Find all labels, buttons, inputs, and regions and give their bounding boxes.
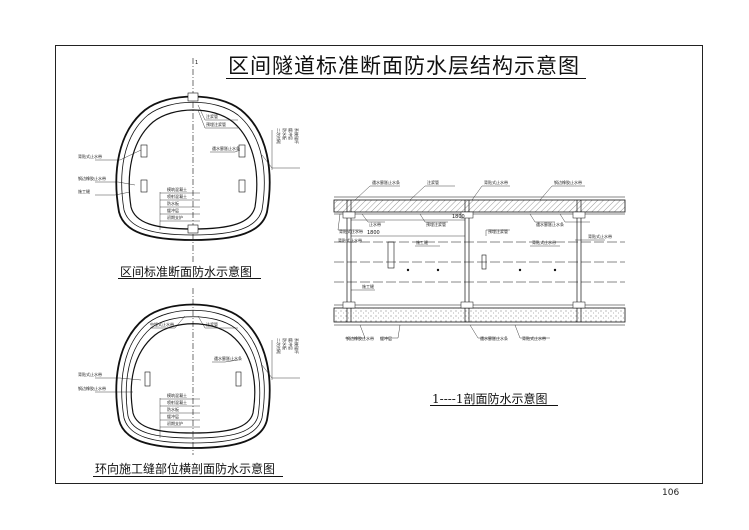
dimension-left: 1800 (367, 230, 380, 236)
top-lining-band (333, 199, 626, 213)
waterstop-right-lower (238, 179, 246, 193)
caption-underline-1 (118, 278, 261, 279)
label-anchor-v: 系统锚杆 (294, 128, 300, 144)
label-buffer-layer-v: 缓冲层 (288, 128, 294, 140)
svg-text:遇水膨胀止水条: 遇水膨胀止水条 (480, 335, 508, 341)
label-secondary-lining-v: 二次衬砌 (276, 128, 282, 144)
label-construction-joint: 施工缝 (78, 188, 90, 194)
label-waterproof-board-v: 防水板 (282, 128, 288, 140)
label-mould-concrete: 模筑混凝土 (167, 186, 187, 192)
label-shotcrete-2: 喷射混凝土 (167, 399, 187, 405)
svg-text:遇水膨胀止水条: 遇水膨胀止水条 (372, 179, 400, 185)
svg-text:遇水膨胀止水条: 遇水膨胀止水条 (536, 221, 564, 227)
drawing-title: 区间隧道标准断面防水层结构示意图 (228, 54, 580, 78)
longitudinal-section-drawing: 1800 1800 遇水膨胀止水条 注浆管 背贴式止水带 (333, 179, 626, 341)
inner-lining-ring-2 (130, 323, 256, 434)
label-buffer-layer: 缓冲层 (167, 207, 179, 213)
label-grout-pipe-2: 注浆管 (206, 321, 218, 327)
waterproof-layer-ring-2 (121, 309, 265, 444)
label-water-swelling: 遇水膨胀止水条 (212, 145, 240, 151)
svg-text:背贴式止水带: 背贴式止水带 (532, 239, 556, 245)
svg-text:系统锚杆: 系统锚杆 (294, 338, 300, 354)
label-primary-support-2: 初期支护 (167, 420, 183, 426)
svg-text:注浆管: 注浆管 (427, 179, 439, 185)
svg-text:钢边橡胶止水带: 钢边橡胶止水带 (554, 179, 582, 185)
svg-text:二次衬砌: 二次衬砌 (276, 338, 282, 354)
svg-text:施工缝: 施工缝 (416, 239, 428, 245)
caption-standard-section: 区间标准断面防水示意图 (120, 265, 253, 279)
label-waterproof-board-2: 防水板 (167, 406, 179, 412)
svg-text:背贴式止水带: 背贴式止水带 (588, 233, 612, 239)
svg-text:防水板: 防水板 (282, 338, 288, 350)
caption-joint-section: 环向施工缝部位横剖面防水示意图 (95, 462, 276, 476)
joint-section-drawing: 注浆管 中埋式止水带 遇水膨胀止水条 背贴式止水带 钢边橡胶止水带 模筑混凝土 … (78, 288, 300, 455)
label-buffer-layer-2: 缓冲层 (167, 413, 179, 419)
svg-text:施工缝: 施工缝 (362, 283, 374, 289)
label-primary-support: 初期支护 (167, 214, 183, 220)
svg-text:预埋注浆管: 预埋注浆管 (426, 221, 446, 227)
waterstop-left (140, 144, 148, 158)
label-back-waterstop: 背贴式止水带 (78, 153, 102, 159)
label-steel-waterstop: 钢边橡胶止水带 (78, 175, 106, 181)
drawing-frame (55, 45, 703, 484)
middle-ring-2 (125, 316, 261, 439)
waterstop-invert (187, 224, 199, 234)
label-back-waterstop-2: 背贴式止水带 (78, 371, 102, 377)
title-underline (226, 78, 586, 79)
svg-text:钢边橡胶止水带: 钢边橡胶止水带 (346, 335, 374, 341)
caption-underline-2 (93, 476, 283, 477)
svg-text:背贴式止水带: 背贴式止水带 (339, 228, 363, 234)
label-mould-concrete-2: 模筑混凝土 (167, 392, 187, 398)
label-water-swelling-2: 遇水膨胀止水条 (214, 355, 242, 361)
caption-underline-3 (430, 405, 558, 406)
dimension-right: 1800 (452, 214, 465, 220)
svg-text:背贴式止水带: 背贴式止水带 (522, 335, 546, 341)
svg-text:缓冲层: 缓冲层 (380, 335, 392, 341)
svg-text:背贴式止水带: 背贴式止水带 (484, 179, 508, 185)
label-grout-pipe: 注浆管 (206, 113, 218, 119)
svg-text:背贴式止水带: 背贴式止水带 (338, 237, 362, 243)
label-embedded-grout: 预埋注浆管 (206, 121, 226, 127)
label-shotcrete: 喷射混凝土 (167, 193, 187, 199)
outer-lining-ring (115, 95, 271, 241)
section-mark-text: 1 (195, 60, 198, 66)
outer-lining-ring-2 (115, 303, 271, 449)
waterstop-left-lower (140, 179, 148, 193)
bottom-lining-band (333, 307, 626, 323)
label-waterproof-board: 防水板 (167, 200, 179, 206)
svg-text:缓冲层: 缓冲层 (288, 338, 294, 350)
standard-section-drawing: 1 注浆管 (78, 58, 300, 262)
svg-text:预埋注浆管: 预埋注浆管 (488, 228, 508, 234)
svg-text:止水带: 止水带 (369, 221, 381, 227)
waterproof-layer-ring (121, 101, 265, 236)
waterstop-right (238, 144, 246, 158)
label-steel-waterstop-2: 钢边橡胶止水带 (78, 385, 106, 391)
waterstop-crown (187, 92, 199, 102)
label-middle-waterstop-2: 中埋式止水带 (150, 321, 174, 327)
page-number: 106 (662, 488, 680, 498)
caption-longitudinal-section: 1----1剖面防水示意图 (432, 392, 548, 406)
